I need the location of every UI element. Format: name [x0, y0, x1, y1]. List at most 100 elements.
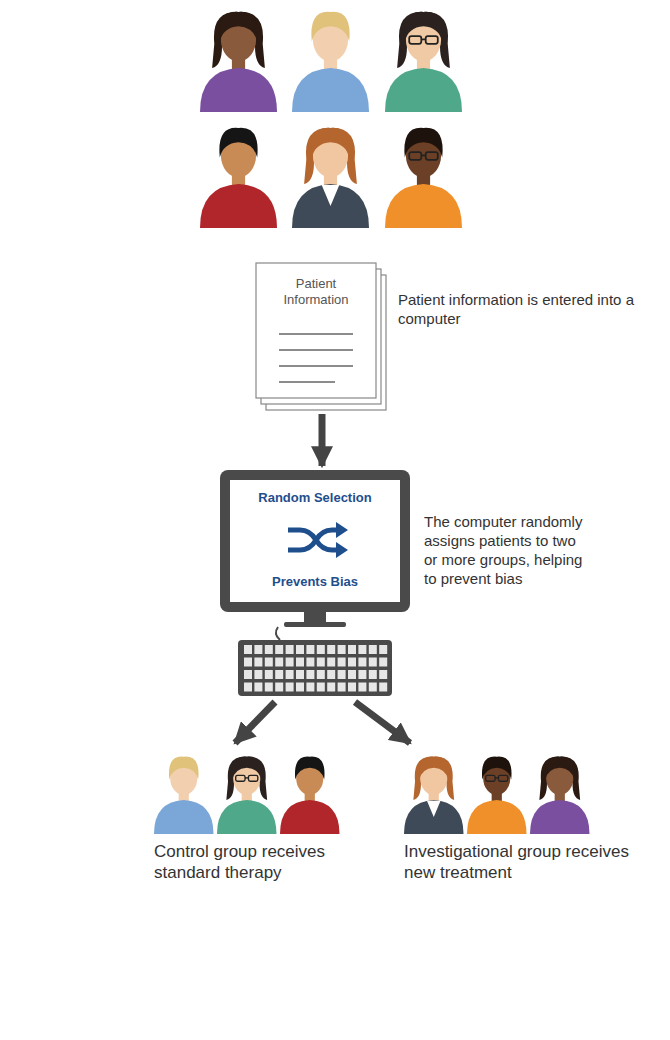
person-hair [219, 128, 257, 158]
key [327, 645, 335, 654]
key [254, 683, 262, 692]
person-icon [467, 757, 527, 834]
key [306, 670, 314, 679]
person-hair [539, 757, 580, 800]
person-hair [311, 128, 349, 158]
key [358, 683, 366, 692]
key [265, 670, 273, 679]
person-torso [385, 68, 462, 112]
key [275, 683, 283, 692]
glasses [495, 777, 498, 778]
key [244, 683, 252, 692]
key [296, 683, 304, 692]
person-hair [413, 757, 454, 800]
person-hair [419, 757, 449, 780]
person-hair [295, 757, 325, 780]
key [286, 670, 294, 679]
shuffle-icon [288, 530, 338, 550]
key [317, 670, 325, 679]
person-icon [385, 128, 462, 228]
key [348, 683, 356, 692]
person-icon [530, 757, 590, 834]
text-line [279, 333, 353, 334]
page [256, 263, 376, 398]
key [379, 670, 387, 679]
key [379, 683, 387, 692]
text-line [279, 365, 353, 366]
person-collar [322, 185, 340, 206]
person-icon [154, 757, 214, 834]
key [379, 645, 387, 654]
key [338, 645, 346, 654]
people-group [400, 745, 662, 835]
key [275, 658, 283, 667]
key [286, 683, 294, 692]
key [286, 658, 294, 667]
person-hair [397, 12, 450, 68]
person-torso [154, 800, 214, 834]
key [317, 645, 325, 654]
key [327, 670, 335, 679]
key [244, 658, 252, 667]
key [358, 645, 366, 654]
person-hair [304, 128, 357, 184]
people-group [150, 745, 365, 835]
person-icon [217, 757, 277, 834]
person-hair [311, 12, 349, 42]
keyboard [238, 640, 392, 696]
glasses [426, 152, 438, 160]
stand-base [284, 622, 346, 627]
side-note: The computer randomly assigns patients t… [424, 512, 589, 588]
person-torso [385, 184, 462, 228]
key [338, 670, 346, 679]
glasses [409, 36, 421, 44]
key [369, 658, 377, 667]
glasses [248, 775, 257, 781]
person-icon [404, 757, 464, 834]
document-stack: Patient Information [255, 262, 389, 412]
key [338, 658, 346, 667]
shuffle-arrowhead [336, 522, 348, 538]
person-icon [280, 757, 340, 834]
key [244, 670, 252, 679]
flow-arrow [355, 702, 410, 743]
person-torso [280, 800, 340, 834]
person-hair [545, 757, 575, 780]
key [327, 658, 335, 667]
person-collar [427, 801, 441, 817]
key [338, 683, 346, 692]
key [296, 670, 304, 679]
key [348, 658, 356, 667]
person-hair [226, 757, 267, 800]
person-torso [467, 800, 527, 834]
flow-arrow [235, 702, 275, 743]
key [254, 670, 262, 679]
key [265, 645, 273, 654]
person-hair [169, 757, 199, 780]
text-line [279, 349, 353, 350]
key [348, 670, 356, 679]
person-torso [292, 68, 369, 112]
key [265, 658, 273, 667]
glasses [486, 775, 495, 781]
person-icon [292, 12, 369, 112]
glasses [421, 39, 425, 41]
document-title: Patient Information [266, 276, 366, 308]
key [358, 670, 366, 679]
person-icon [200, 128, 277, 228]
person-icon [385, 12, 462, 112]
glasses [236, 775, 245, 781]
glasses [421, 155, 425, 157]
person-torso [200, 68, 277, 112]
cable [276, 627, 280, 640]
key [306, 683, 314, 692]
person-hair [219, 12, 257, 42]
key [306, 658, 314, 667]
key [369, 645, 377, 654]
key [317, 658, 325, 667]
key [254, 645, 262, 654]
investigational-group: Investigational group receives new treat… [400, 745, 662, 887]
person-torso [200, 184, 277, 228]
key [296, 645, 304, 654]
key [369, 683, 377, 692]
